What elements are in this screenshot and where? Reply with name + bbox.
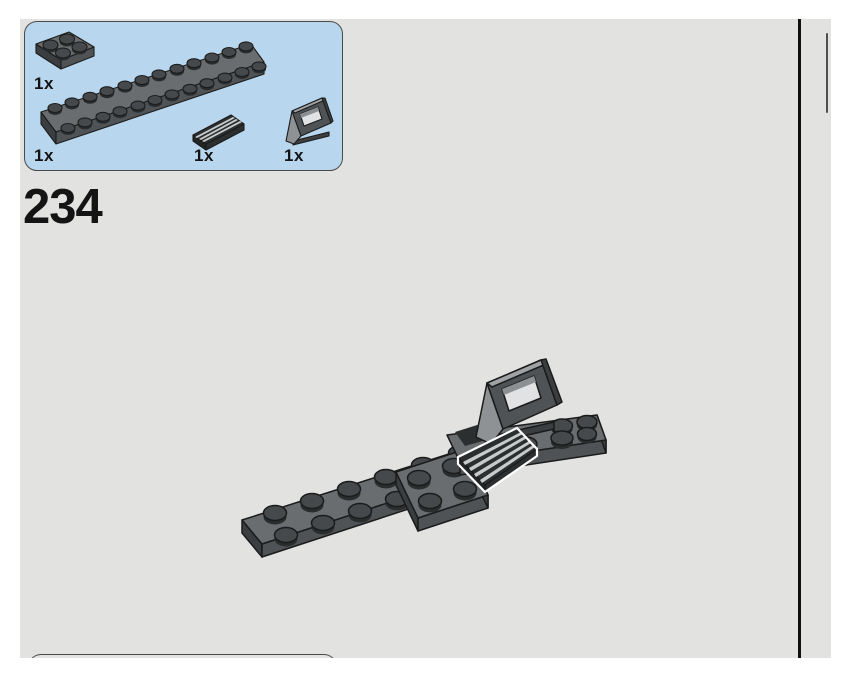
grille-tile-1x2-icon xyxy=(192,114,245,151)
scrollbar-thumb[interactable] xyxy=(826,33,828,113)
page-edge-divider xyxy=(798,19,801,658)
grille-tile-highlighted xyxy=(456,426,539,494)
build-illustration xyxy=(241,358,607,558)
part-count: 1x xyxy=(194,146,214,165)
parts-illustrations xyxy=(35,31,334,151)
new-part-highlight-outline xyxy=(456,426,539,494)
next-callout-box-partial xyxy=(28,654,337,658)
part-count: 1x xyxy=(34,74,54,93)
instruction-page: 1x 1x 1x 1x 234 xyxy=(20,19,831,658)
part-count: 1x xyxy=(34,146,54,165)
plate-2x2-icon xyxy=(35,31,95,70)
part-count: 1x xyxy=(284,146,304,165)
parts-callout-box: 1x 1x 1x 1x xyxy=(24,21,343,171)
plate-2x12-icon xyxy=(40,41,267,145)
tile-1x2-with-handle-icon xyxy=(285,97,334,146)
step-number: 234 xyxy=(23,180,103,234)
